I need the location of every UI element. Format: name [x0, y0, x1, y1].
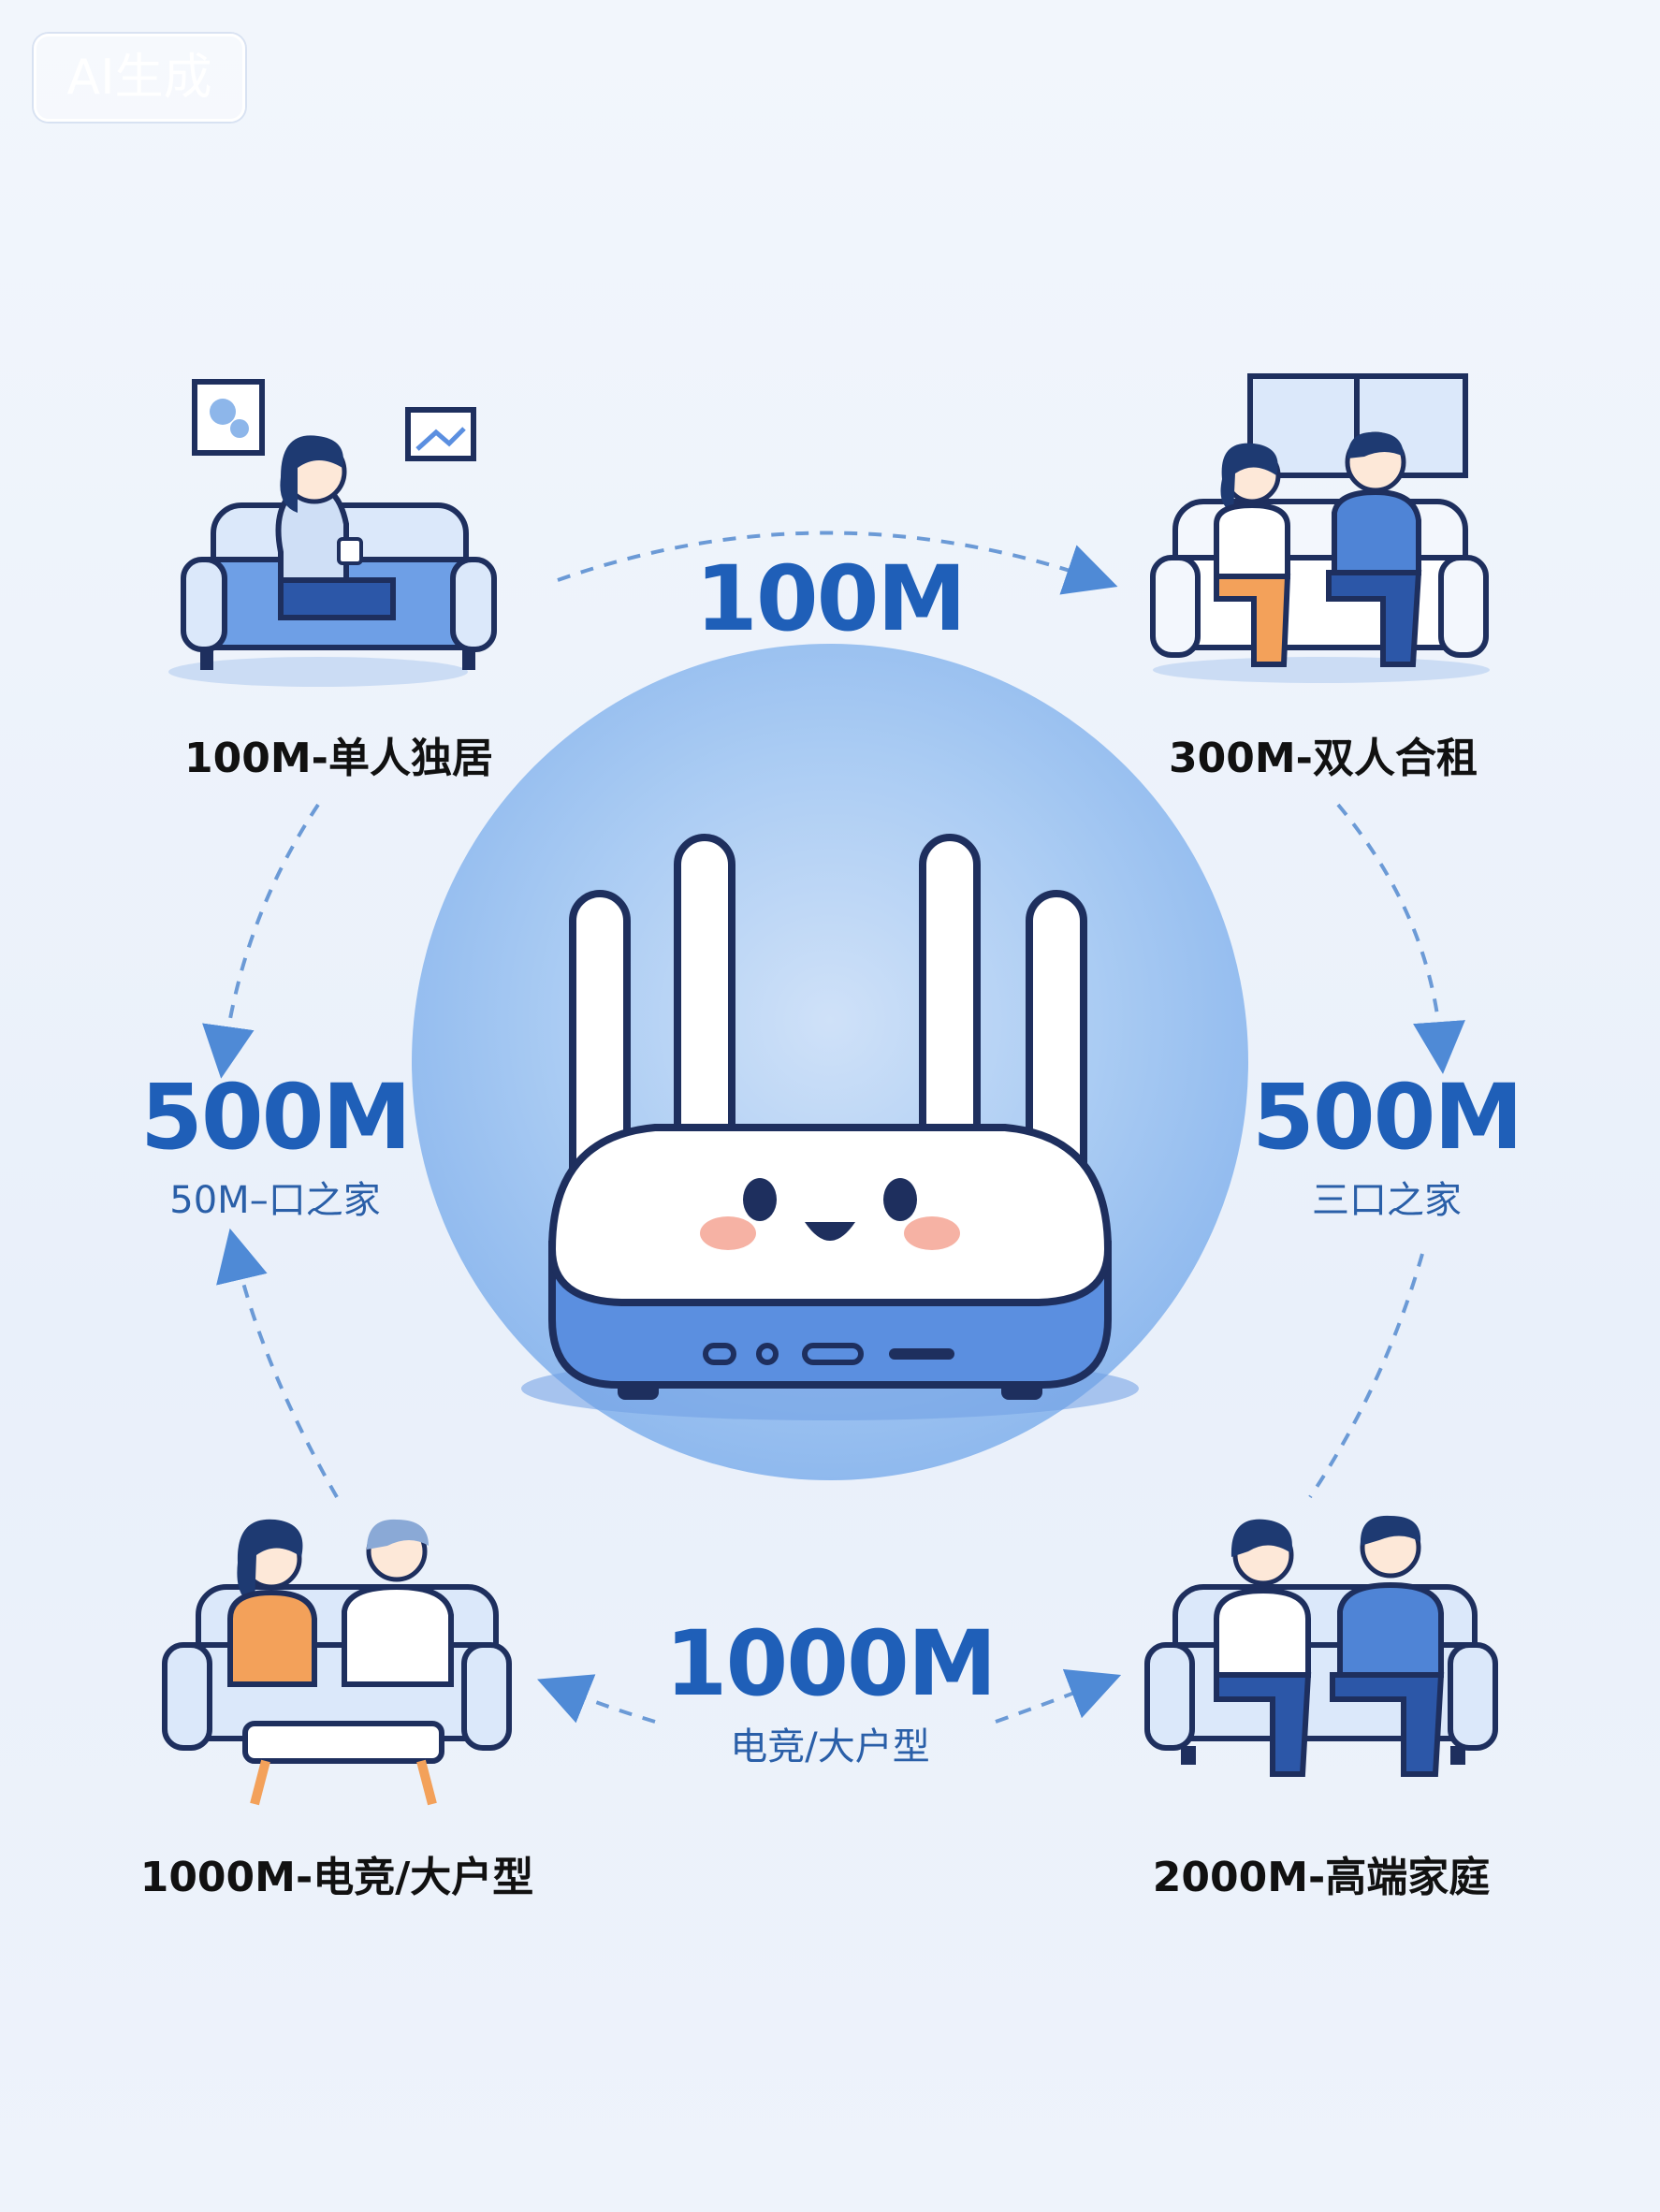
arrow-left-up — [216, 1228, 339, 1498]
router-icon — [521, 834, 1139, 1420]
scene-label-top-right: 300M-双人合租 — [1169, 735, 1478, 782]
arrow-right-down — [1336, 803, 1465, 1074]
arrow-bottom-right — [995, 1668, 1122, 1724]
scene-label-bottom-right: 2000M-高端家庭 — [1152, 1854, 1491, 1901]
speed-bottom: 1000M — [664, 1611, 997, 1716]
arrow-right-lower — [1308, 1253, 1424, 1499]
ai-generated-badge: AI生成 — [34, 34, 245, 122]
single-person-sofa-icon — [168, 379, 497, 687]
speed-left-sub: 50M–口之家 — [169, 1179, 381, 1222]
arrow-left-down — [202, 803, 320, 1079]
high-end-family-sofa-icon — [1144, 1515, 1498, 1777]
speed-bottom-sub: 电竞/大户型 — [730, 1725, 930, 1768]
speed-top: 100M — [695, 546, 967, 651]
arrow-bottom-left — [537, 1674, 656, 1724]
speed-right: 500M — [1252, 1065, 1523, 1170]
speed-left: 500M — [140, 1065, 412, 1170]
family-sofa-icon — [162, 1519, 512, 1806]
scene-label-bottom-left: 1000M-电竞/大户型 — [139, 1854, 534, 1901]
arrow-top — [557, 531, 1118, 595]
speed-right-sub: 三口之家 — [1312, 1179, 1462, 1222]
couple-sofa-icon — [1150, 373, 1490, 683]
scene-label-top-left: 100M-单人独居 — [184, 735, 493, 782]
